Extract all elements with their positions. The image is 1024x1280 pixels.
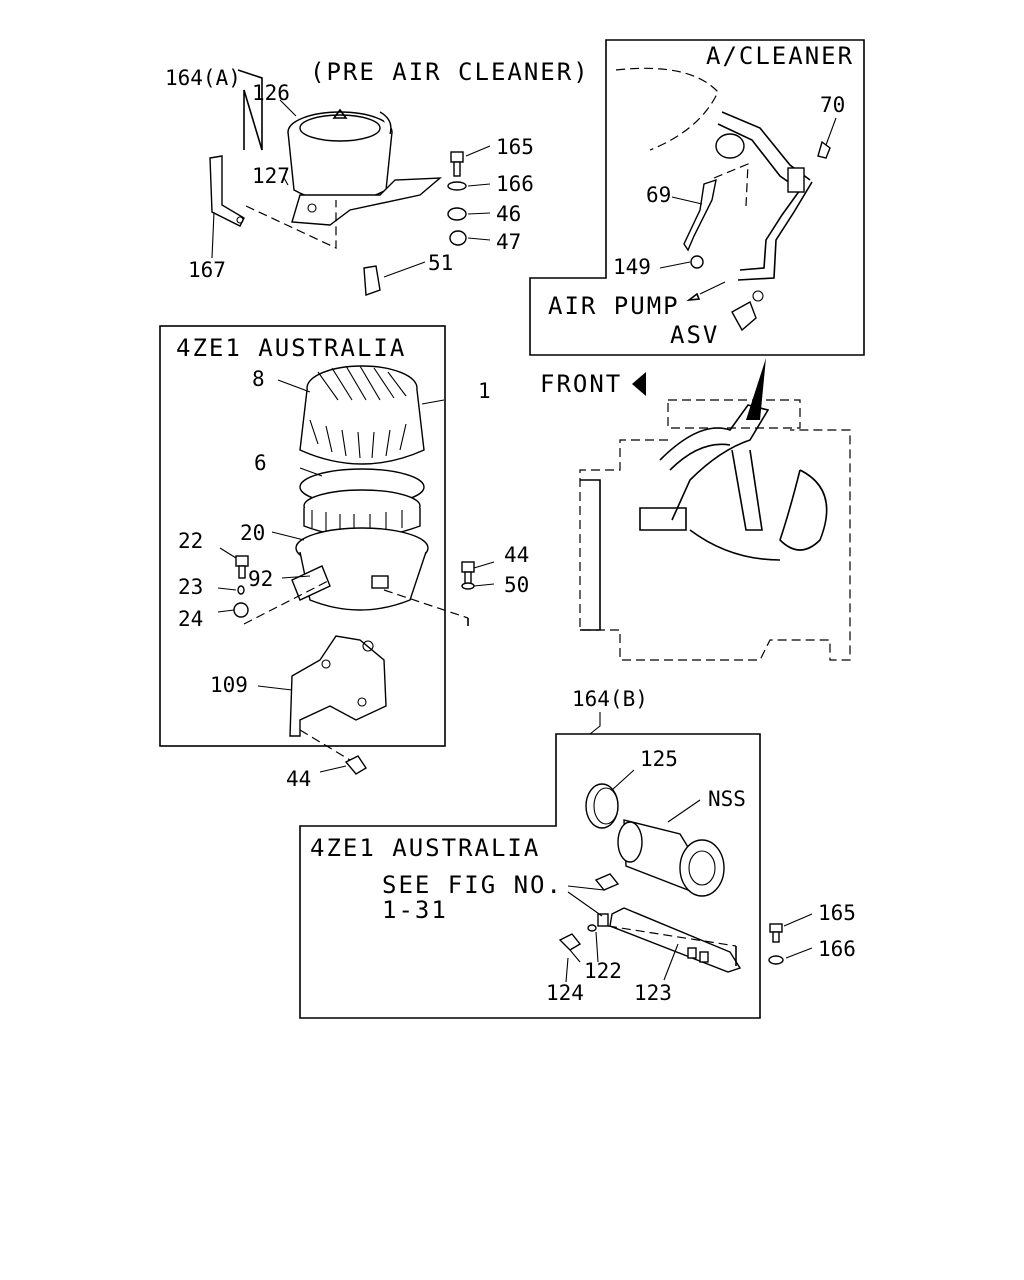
callout-165: 165	[496, 135, 534, 159]
callout-70: 70	[820, 93, 845, 117]
assembly-line	[245, 200, 337, 249]
australia-box-2: 164(B) 4ZE1 AUSTRALIA SEE FIG NO. 1-31 1…	[299, 687, 761, 1019]
callout-109: 109	[210, 673, 248, 697]
hose-part	[715, 111, 813, 281]
pre-cleaner-part	[287, 108, 443, 226]
callout-149: 149	[613, 255, 651, 279]
callout-165-right: 165	[818, 901, 856, 925]
group-bracket-164a	[237, 69, 263, 151]
callout-23: 23	[178, 575, 203, 599]
callout-50: 50	[504, 573, 529, 597]
air-cleaner-lid-part	[299, 365, 425, 465]
ring-part-125	[585, 783, 619, 829]
pre-air-cleaner-title: (PRE AIR CLEANER)	[310, 58, 590, 86]
callout-nss: NSS	[708, 787, 746, 811]
a-cleaner-title: A/CLEANER	[706, 42, 854, 70]
callout-6: 6	[254, 451, 267, 475]
front-label: FRONT	[540, 370, 622, 398]
australia-box-2-title: 4ZE1 AUSTRALIA	[310, 834, 540, 862]
strap-part-123	[609, 907, 742, 973]
bolt-165-166-group: 165 166	[768, 901, 856, 965]
callout-166: 166	[496, 172, 534, 196]
a-cleaner-box: A/CLEANER 70 69 149 AIR PUMP ASV	[529, 39, 865, 420]
nss-part	[617, 819, 725, 897]
bracket-part-69	[683, 178, 717, 252]
callout-51: 51	[428, 251, 453, 275]
australia-box-1-frame	[159, 325, 446, 747]
callout-127: 127	[252, 164, 290, 188]
callout-47: 47	[496, 230, 521, 254]
callout-123: 123	[634, 981, 672, 1005]
front-arrow-icon	[632, 372, 646, 396]
bolt-part-70	[817, 140, 831, 159]
callout-122: 122	[584, 959, 622, 983]
callout-167: 167	[188, 258, 226, 282]
see-fig-line-2: 1-31	[382, 896, 448, 924]
see-fig-line-1: SEE FIG NO.	[382, 871, 563, 899]
bolt-stack-left-part	[233, 555, 249, 618]
screw-part-124	[558, 933, 582, 951]
mounting-bracket-part-109	[289, 635, 387, 737]
group-label-164b: 164(B)	[572, 687, 648, 711]
bolt-stack-right-part	[461, 561, 475, 590]
callout-166-right: 166	[818, 937, 856, 961]
connector-part	[594, 873, 620, 891]
bracket-part-167	[209, 155, 245, 227]
callout-69: 69	[646, 183, 671, 207]
clip-part-122	[597, 913, 609, 927]
callout-22: 22	[178, 529, 203, 553]
australia-box-1: 4ZE1 AUSTRALIA	[159, 325, 529, 747]
air-pump-label: AIR PUMP	[548, 292, 680, 320]
clip-part-51	[363, 265, 381, 296]
bolt-stack-part	[447, 151, 467, 246]
nut-part-149	[690, 255, 704, 269]
callout-92: 92	[248, 567, 273, 591]
callout-1: 1	[478, 379, 491, 403]
callout-124: 124	[546, 981, 584, 1005]
callout-125: 125	[640, 747, 678, 771]
australia-box-1-title: 4ZE1 AUSTRALIA	[176, 334, 406, 362]
callout-44: 44	[504, 543, 529, 567]
callout-20: 20	[240, 521, 265, 545]
australia-box-2-frame	[299, 733, 761, 1019]
asv-part	[731, 300, 757, 332]
housing-part-1	[291, 527, 429, 611]
pointer-arrow	[746, 358, 766, 420]
callout-8: 8	[252, 367, 265, 391]
a-cleaner-frame	[529, 39, 865, 356]
callout-126: 126	[252, 81, 290, 105]
assembly-line	[713, 163, 749, 207]
pre-air-cleaner-group: (PRE AIR CLEANER) 164(A) 126	[165, 58, 590, 296]
callout-24: 24	[178, 607, 203, 631]
callout-46: 46	[496, 202, 521, 226]
callout-164a: 164(A)	[165, 66, 241, 90]
cleaner-outline	[615, 67, 719, 151]
engine-view: FRONT	[540, 370, 851, 661]
asv-label: ASV	[670, 321, 719, 349]
bolt-44-group: 44	[286, 729, 367, 791]
callout-44-bottom: 44	[286, 767, 311, 791]
